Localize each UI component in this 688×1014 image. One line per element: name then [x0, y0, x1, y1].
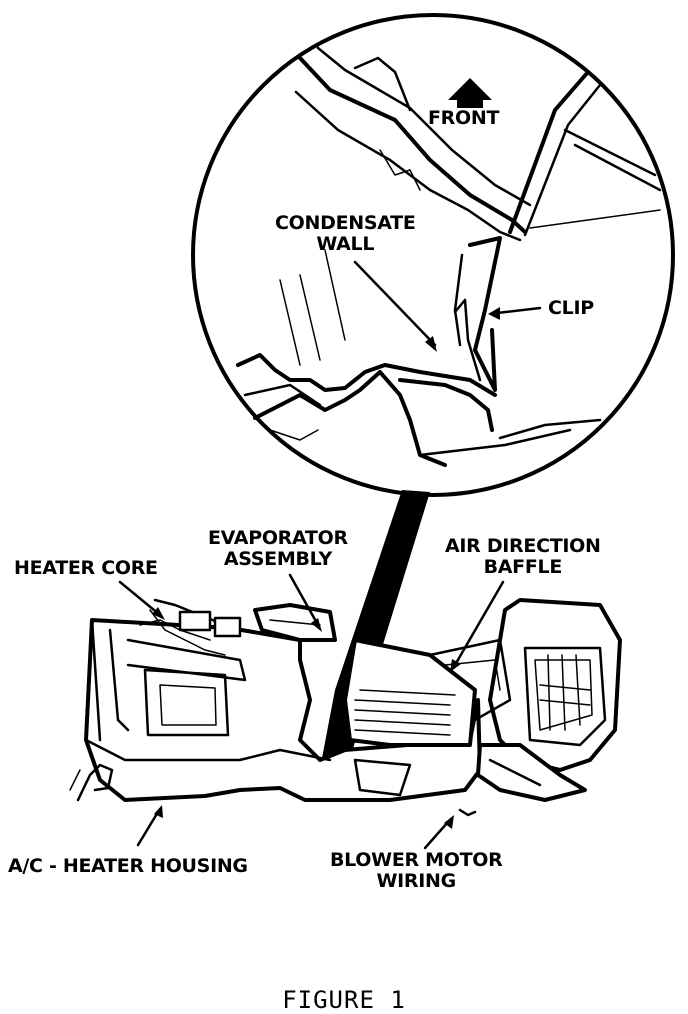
condensate-wall-line1: CONDENSATE	[275, 212, 416, 234]
condensate-wall-label: CONDENSATE WALL	[275, 213, 416, 255]
housing-label: A/C - HEATER HOUSING	[8, 855, 248, 877]
condensate-wall-line2: WALL	[316, 233, 375, 255]
housing-assembly	[69, 573, 622, 850]
air-direction-line1: AIR DIRECTION	[445, 535, 601, 557]
evaporator-assembly-label: EVAPORATOR ASSEMBLY	[208, 528, 348, 570]
detail-inset	[191, 13, 675, 497]
blower-line1: BLOWER MOTOR	[330, 849, 503, 871]
evaporator-line1: EVAPORATOR	[208, 527, 348, 549]
clip-label: CLIP	[548, 297, 594, 319]
evaporator-line2: ASSEMBLY	[223, 548, 332, 570]
air-direction-line2: BAFFLE	[483, 556, 563, 578]
front-label: FRONT	[428, 107, 500, 129]
heater-core-label: HEATER CORE	[14, 557, 158, 579]
blower-line2: WIRING	[376, 870, 457, 892]
blower-motor-wiring-label: BLOWER MOTOR WIRING	[330, 849, 503, 892]
air-direction-baffle-label: AIR DIRECTION BAFFLE	[445, 536, 601, 578]
figure-caption: FIGURE 1	[282, 986, 406, 1014]
